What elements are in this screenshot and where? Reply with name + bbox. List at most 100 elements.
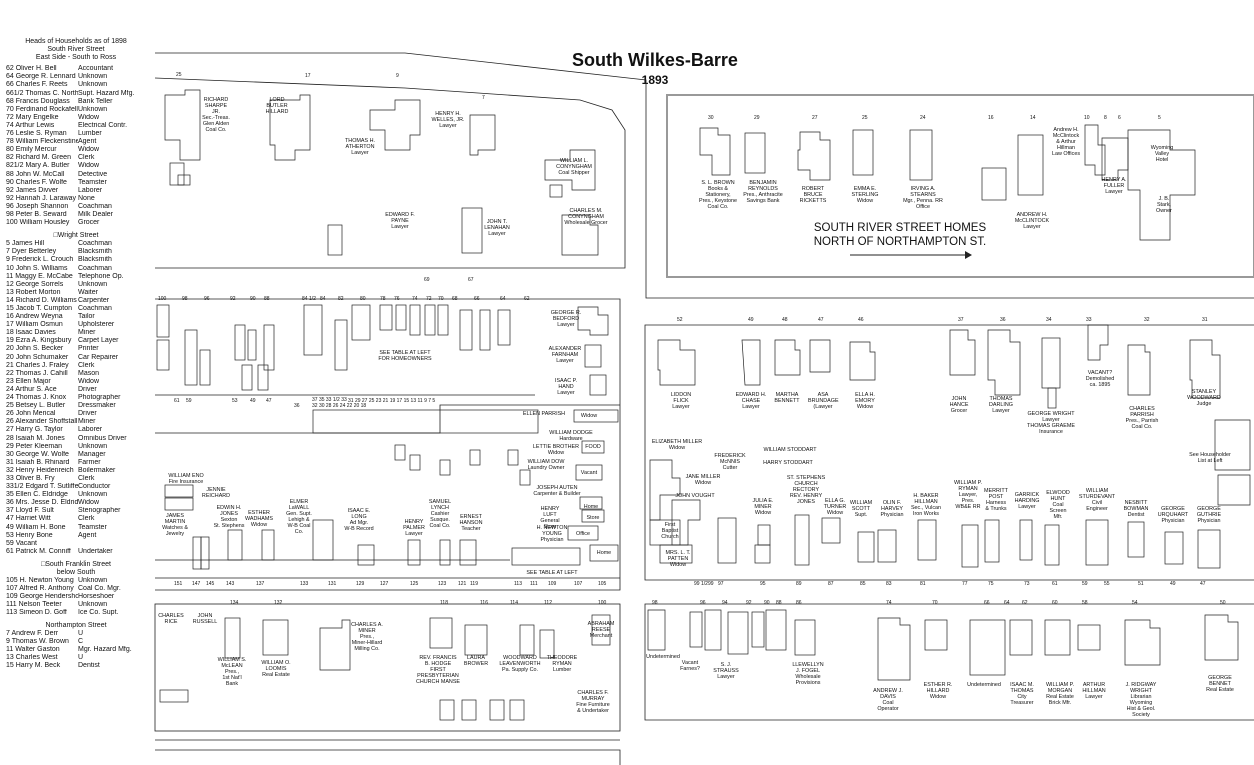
householder-name: 90 Charles F. Wolfe bbox=[6, 178, 67, 186]
householder-occupation: Coachman bbox=[78, 264, 112, 272]
lot-number: 47 bbox=[1200, 581, 1206, 587]
lot-number: 107 bbox=[574, 581, 583, 587]
lot-number: 70 bbox=[438, 296, 444, 302]
owner-label: ELWOOD HUNT Coal Screen Mfr. bbox=[1046, 490, 1070, 520]
householder-name: 30 George W. Wolfe bbox=[6, 450, 69, 458]
owner-label: WILLIAM ENO Fire Insurance bbox=[168, 473, 204, 485]
lot-number: 8 bbox=[1104, 115, 1107, 121]
lot-number: 75 bbox=[988, 581, 994, 587]
householder-name: 61 Patrick M. Conniff bbox=[6, 547, 71, 555]
owner-label: IRVING A. STEARNS Mgr., Penna. RR Office bbox=[903, 186, 943, 210]
householder-occupation: Widow bbox=[78, 113, 100, 121]
householder-occupation: Laborer bbox=[78, 426, 103, 434]
householder-occupation: Photographer bbox=[78, 394, 121, 402]
owner-label: Store bbox=[586, 515, 600, 521]
householder-name: 15 Harry M. Beck bbox=[6, 662, 61, 670]
owner-label: FREDERICK McNNIS Cutter bbox=[714, 453, 746, 471]
lot-number: 66 bbox=[474, 296, 480, 302]
lot-number: 98 bbox=[652, 600, 658, 606]
householder-occupation: Farmer bbox=[78, 458, 101, 466]
householder-name: 111 Nelson Teeter bbox=[6, 601, 62, 609]
householder-occupation: Supt. Hazard Mfg. bbox=[78, 89, 135, 97]
franklin-street-heading: □South Franklin Street bbox=[41, 560, 111, 568]
lot-number: 64 bbox=[1004, 600, 1010, 606]
lot-number: 134 bbox=[230, 600, 239, 606]
lot-number: 59 bbox=[186, 398, 192, 404]
householder-occupation: Clerk bbox=[78, 154, 95, 162]
owner-label: CHARLES PARRISH Pres., Parrish Coal Co. bbox=[1125, 406, 1159, 430]
householder-name: 20 John S. Becker bbox=[6, 345, 64, 353]
householder-occupation: Electrical Contr. bbox=[78, 121, 128, 129]
lot-number: 147 bbox=[192, 581, 201, 587]
householder-name: 76 Leslie S. Ryman bbox=[6, 130, 67, 138]
householder-name: 23 Ellen Major bbox=[6, 377, 51, 385]
lot-number: 36 bbox=[1000, 317, 1006, 323]
owner-label: LETTIE BROTHER Widow bbox=[532, 444, 580, 456]
householder-name: 27 Harry G. Taylor bbox=[6, 426, 63, 434]
householder-occupation: Agent bbox=[78, 138, 97, 146]
householder-name: 31 Isaiah B. Rhinard bbox=[6, 458, 70, 466]
lot-number: 48 bbox=[782, 317, 788, 323]
block-outline-franklin bbox=[154, 603, 621, 732]
owner-label: FOOD bbox=[585, 444, 601, 450]
owner-label: GEORGE BENNET Real Estate bbox=[1206, 675, 1234, 693]
owner-label: S. L. BROWN Books & Stationery, Pres., K… bbox=[698, 180, 738, 210]
lot-number: 129 bbox=[356, 581, 365, 587]
householder-occupation: Waiter bbox=[78, 288, 98, 296]
lot-number: 30 bbox=[708, 115, 714, 121]
block-outline-river-street bbox=[155, 52, 1254, 299]
owner-label: OLIN F. HARVEY Physician bbox=[880, 500, 904, 518]
owner-label: ROBERT BRUCE RICKETTS bbox=[799, 186, 827, 204]
lot-number: 92 bbox=[746, 600, 752, 606]
householder-occupation: Car Repairer bbox=[78, 353, 119, 361]
householder-name: 98 Peter B. Seward bbox=[6, 210, 67, 218]
householder-name: 26 Alexander Shoffstall bbox=[6, 418, 78, 426]
lot-number: 123 bbox=[438, 581, 447, 587]
householder-occupation: Printer bbox=[78, 345, 99, 353]
owner-label: GEORGE WRIGHT Lawyer THOMAS GRAEME Insur… bbox=[1027, 411, 1075, 435]
householder-name: 13 Charles West bbox=[6, 653, 58, 661]
lot-number: 74 bbox=[886, 600, 892, 606]
householder-row: 31 Isaiah B. Rhinard Farmer bbox=[6, 459, 156, 467]
householder-name: 49 William H. Bone bbox=[6, 523, 66, 531]
lot-number: 36 bbox=[294, 403, 300, 409]
householder-occupation: Dressmaker bbox=[78, 402, 116, 410]
building-footprints bbox=[156, 89, 1251, 721]
householder-occupation: Omnibus Driver bbox=[78, 434, 127, 442]
householder-occupation: Driver bbox=[78, 385, 97, 393]
householder-name: 33 Oliver B. Fry bbox=[6, 474, 55, 482]
lot-number: 143 bbox=[226, 581, 235, 587]
householder-occupation: Clerk bbox=[78, 515, 95, 523]
householder-occupation: Widow bbox=[78, 162, 100, 170]
householder-name: 11 Walter Gaston bbox=[6, 645, 60, 653]
owner-label: WILLIAM P. MORGAN Real Estate Brick Mfr. bbox=[1045, 682, 1075, 706]
owner-label: MARTHA BENNETT bbox=[774, 392, 800, 404]
householder-name: 109 George Hendershot bbox=[6, 593, 78, 601]
householder-row: 20 John S. Becker Printer bbox=[6, 345, 156, 353]
householder-occupation: Lumber bbox=[78, 130, 102, 138]
householder-name: 35 Ellen C. Eldridge bbox=[6, 491, 68, 499]
owner-label: WILLIAM O. LOOMIS Real Estate bbox=[261, 660, 291, 678]
owner-label: EDWARD H. CHASE Lawyer bbox=[735, 392, 767, 410]
owner-label: RICHARD SHARPE JR. Sec.-Treas. Glen Alde… bbox=[202, 97, 230, 133]
householder-name: 80 Emily Mercur bbox=[6, 146, 57, 154]
owner-label: MERRITT POST Harness & Trunks bbox=[984, 488, 1008, 512]
lot-number: 37 bbox=[958, 317, 964, 323]
